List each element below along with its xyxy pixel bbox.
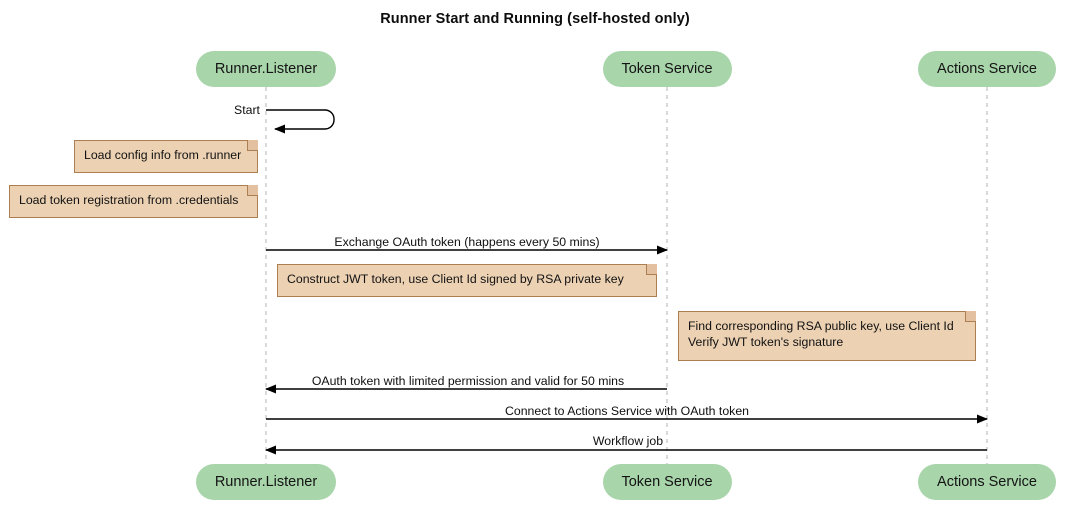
message-label-connect-actions: Connect to Actions Service with OAuth to… [504,404,750,418]
participant-actions[interactable]: Actions Service [918,51,1056,87]
note-text: Load config info from .runner [84,148,242,162]
note-load-config: Load config info from .runner [74,140,258,173]
participant-label: Token Service [621,61,713,77]
participant-token[interactable]: Token Service [602,464,732,500]
participant-runner[interactable]: Runner.Listener [196,464,336,500]
participant-label: Runner.Listener [214,474,318,490]
page-title: Runner Start and Running (self-hosted on… [380,11,690,27]
participant-label: Token Service [621,474,713,490]
note-fold-corner-icon [965,311,976,322]
note-fold-corner-icon [646,264,657,275]
note-text: Find corresponding RSA public key, use C… [688,319,954,349]
message-label-workflow-job: Workflow job [592,434,664,448]
participant-token[interactable]: Token Service [602,51,732,87]
participant-label: Runner.Listener [214,61,318,77]
participant-label: Actions Service [937,474,1037,490]
participant-runner[interactable]: Runner.Listener [196,51,336,87]
participant-label: Actions Service [937,61,1037,77]
note-text: Construct JWT token, use Client Id signe… [287,272,624,286]
note-construct-jwt: Construct JWT token, use Client Id signe… [277,264,657,297]
message-start [266,109,335,134]
message-label-start: Start [234,103,260,117]
message-label-oauth-token-return: OAuth token with limited permission and … [311,374,625,388]
participant-actions[interactable]: Actions Service [918,464,1056,500]
note-verify-jwt: Find corresponding RSA public key, use C… [678,311,976,361]
note-fold-corner-icon [247,185,258,196]
note-load-token: Load token registration from .credential… [9,185,258,218]
note-text: Load token registration from .credential… [19,193,239,207]
message-label-exchange-oauth: Exchange OAuth token (happens every 50 m… [334,235,600,249]
note-fold-corner-icon [247,140,258,151]
